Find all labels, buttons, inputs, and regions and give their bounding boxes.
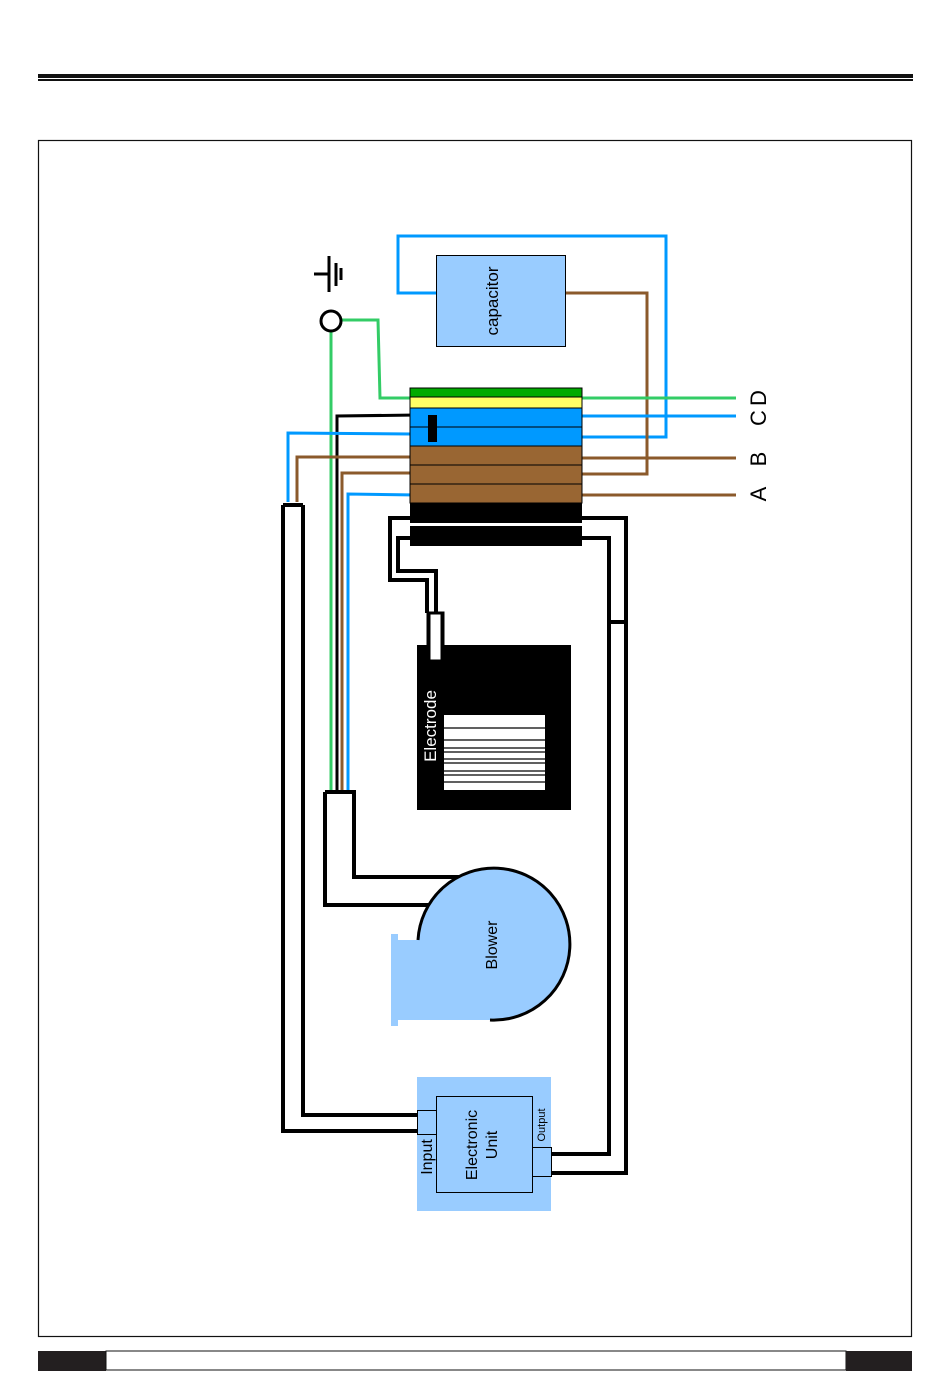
input-label: Input [419, 1139, 436, 1175]
electronic-unit-label-line2: Unit [484, 1130, 501, 1159]
wire-ground-green [340, 320, 414, 398]
terminal-label-d: D [746, 390, 771, 406]
terminal-bridge [428, 415, 437, 442]
terminal-labels: D C B A [746, 390, 771, 501]
blower-label: Blower [484, 920, 501, 970]
cable-input [283, 505, 418, 1131]
output-label: Output [536, 1108, 548, 1141]
header-rule [38, 74, 913, 81]
electrode-label: Electrode [421, 690, 440, 762]
electrode: Electrode [417, 613, 571, 810]
blower: Blower [391, 868, 570, 1026]
capacitor: capacitor [437, 256, 566, 347]
electronic-unit-label-line1: Electronic [464, 1110, 481, 1180]
output-port [533, 1148, 552, 1177]
wire-blower-brown [342, 473, 417, 792]
ground-terminal [321, 311, 341, 331]
capacitor-label: capacitor [483, 266, 502, 335]
terminal-label-c: C [746, 410, 771, 426]
terminal-label-b: B [746, 452, 771, 467]
terminal-block [410, 388, 582, 546]
cable-output [550, 518, 627, 1173]
electronic-unit: Electronic Unit Input Output [417, 1077, 552, 1211]
input-port [418, 1111, 437, 1135]
wire-input-blue [288, 433, 412, 502]
ground-icon [314, 256, 341, 331]
footer-bar [38, 1351, 912, 1371]
terminal-label-a: A [746, 486, 771, 501]
